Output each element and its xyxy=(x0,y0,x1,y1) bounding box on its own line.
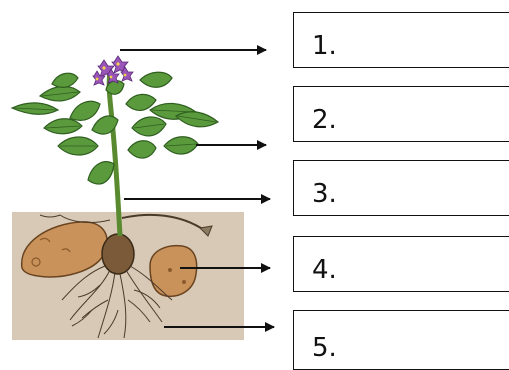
tuber-right xyxy=(150,246,197,297)
stem xyxy=(109,72,120,236)
answer-number-2: 2. xyxy=(312,105,337,135)
seed-potato xyxy=(102,234,134,274)
answer-box-2[interactable]: 2. xyxy=(293,86,509,142)
answer-box-4[interactable]: 4. xyxy=(293,236,509,292)
answer-number-5: 5. xyxy=(312,333,337,363)
flowers xyxy=(93,56,133,85)
answer-number-3: 3. xyxy=(312,179,337,209)
answer-box-3[interactable]: 3. xyxy=(293,160,509,216)
answer-number-4: 4. xyxy=(312,255,337,285)
answer-box-1[interactable]: 1. xyxy=(293,12,509,68)
answer-number-1: 1. xyxy=(312,31,337,61)
answer-box-5[interactable]: 5. xyxy=(293,310,509,370)
